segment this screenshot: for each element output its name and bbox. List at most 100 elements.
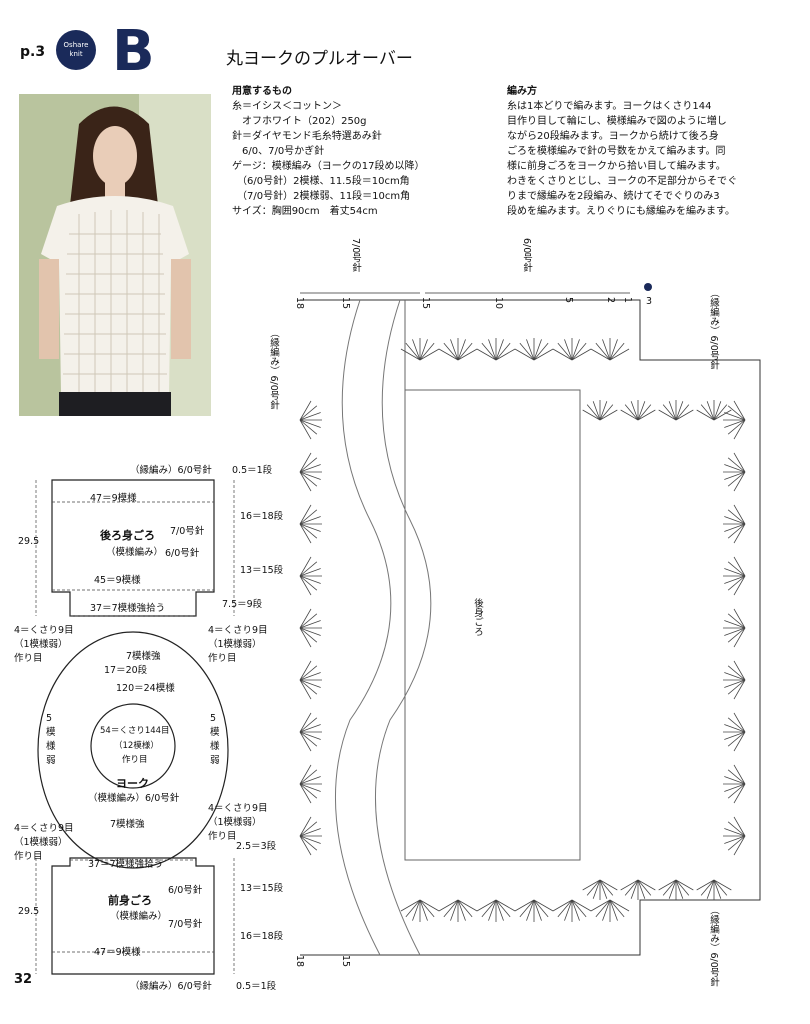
chart-row-number: 3: [646, 296, 653, 307]
materials-line: サイズ：胸囲90cm 着丈54cm: [232, 206, 378, 217]
chart-back-body-label: 後身ごろ: [472, 598, 483, 636]
model-illustration: [19, 94, 211, 416]
brand-badge-text: Oshare knit: [63, 41, 89, 58]
yoke-outline: [37, 631, 229, 869]
front-edge-label: （縁編み）6/0号針: [130, 981, 212, 992]
method-section: 編み方 糸は1本どりで編みます。ヨークはくさり144 目作り目して輪にし、模様編…: [507, 84, 757, 219]
chart-row-number: 18: [294, 955, 305, 968]
chart-row-number: 10: [493, 297, 504, 310]
back-needle-7-label: 7/0号針: [170, 526, 205, 537]
front-width-bottom-label: 47＝9模様: [94, 947, 141, 958]
yoke-rows-label: 17＝20段: [104, 665, 148, 676]
front-chain-right-label: 4＝くさり9目: [208, 803, 268, 814]
chart-edge-left-label: （縁編み）6/0号針: [268, 328, 279, 410]
chain-left-label: （1模様弱）: [14, 639, 68, 650]
chain-right-label: 作り目: [208, 653, 237, 664]
yoke-side-left-label: 5模様弱: [46, 713, 56, 766]
chain-left-label: 作り目: [14, 653, 43, 664]
front-needle-7-label: 7/0号針: [168, 919, 203, 930]
materials-line: 針＝ダイヤモンド毛糸特選あみ針: [232, 131, 382, 142]
front-rows-upper-label: 13＝15段: [240, 883, 284, 894]
materials-line: 糸＝イシス＜コットン＞: [232, 101, 342, 112]
pattern-letter: B: [112, 19, 155, 84]
back-rows-lower-label: 13＝15段: [240, 565, 284, 576]
back-width-bottom-label: 45＝9模様: [94, 575, 141, 586]
yoke-title: ヨーク: [116, 777, 149, 790]
stitch-fans: [299, 338, 746, 922]
yoke-inner-label: （12模様）: [114, 741, 159, 751]
chart-row-number: 15: [340, 955, 351, 968]
back-pickup-label: 37＝7模様強拾う: [90, 603, 166, 614]
yoke-inner-outline: [90, 703, 176, 789]
back-edge-label: （縁編み）6/0号針: [130, 465, 212, 476]
method-line: りまで縁編みを2段編み、続けてそでぐりのみ3: [507, 191, 720, 202]
back-body-subtitle: （模様編み）: [106, 547, 164, 558]
start-marker-icon: [644, 283, 652, 291]
materials-line: （7/0号針）2模様弱、11段＝10cm角: [232, 191, 411, 202]
chain-right-label: 4＝くさり9目: [208, 625, 268, 636]
back-width-top-label: 47＝9模様: [90, 493, 137, 504]
materials-heading: 用意するもの: [232, 86, 292, 97]
front-height-label: 29.5: [18, 906, 40, 917]
method-line: 様に前身ごろをヨークから拾い目して編みます。: [507, 161, 726, 172]
front-rows-lower-label: 16＝18段: [240, 931, 284, 942]
back-rows-upper-label: 16＝18段: [240, 511, 284, 522]
front-armhole-rows-label: 2.5＝3段: [236, 841, 277, 852]
materials-line: オフホワイト（202）250g: [232, 116, 367, 127]
method-line: 段めを編みます。えりぐりにも縁編みを編みます。: [507, 206, 735, 217]
chain-right-label: （1模様弱）: [208, 639, 262, 650]
materials-line: （6/0号針）2模様、11.5段＝10cm角: [232, 176, 410, 187]
front-needle-6-label: 6/0号針: [168, 885, 203, 896]
method-line: 糸は1本どりで編みます。ヨークはくさり144: [507, 101, 712, 112]
materials-section: 用意するもの 糸＝イシス＜コットン＞ オフホワイト（202）250g 針＝ダイヤ…: [232, 84, 472, 219]
chart-row-number: 2: [605, 297, 616, 304]
method-line: わきをくさりとじし、ヨークの不足部分からそでぐ: [507, 176, 738, 187]
materials-line: ゲージ：模様編み（ヨークの17段め以降）: [232, 161, 425, 172]
front-pickup-label: 37＝7模様強拾う: [88, 859, 164, 870]
back-height-label: 29.5: [18, 536, 40, 547]
yoke-top-pattern-label: 7模様強: [126, 651, 161, 662]
back-armhole-rows-label: 7.5＝9段: [222, 599, 263, 610]
method-heading: 編み方: [507, 86, 537, 97]
page-title: 丸ヨークのプルオーバー: [226, 49, 413, 69]
method-line: ごろを模様編みで針の号数をかえて編みます。同: [507, 146, 726, 157]
chart-edge-right-top-label: （縁編み）6/0号針: [708, 288, 719, 370]
yoke-inner-label: 作り目: [122, 755, 148, 765]
yoke-inner-label: 54＝くさり144目: [100, 726, 170, 736]
yoke-bottom-pattern-label: 7模様強: [110, 819, 145, 830]
schematic-diagram: [35, 479, 235, 975]
front-chain-left-label: 4＝くさり9目: [14, 823, 74, 834]
method-line: ながら20段編みます。ヨークから続けて後ろ身: [507, 131, 719, 142]
yoke-patterns-label: 120＝24模様: [116, 683, 175, 694]
front-body-outline: [51, 857, 215, 975]
page-reference: p.3: [20, 44, 46, 60]
page-number: 32: [14, 972, 33, 987]
chart-needle-6-label: 6/0号針: [521, 238, 532, 273]
chain-left-label: 4＝くさり9目: [14, 625, 74, 636]
chart-row-number: 1: [622, 297, 633, 304]
front-chain-right-label: （1模様弱）: [208, 817, 262, 828]
back-top-rows-label: 0.5＝1段: [232, 465, 273, 476]
yoke-subtitle: （模様編み）6/0号針: [88, 793, 180, 804]
back-body-title: 後ろ身ごろ: [100, 529, 155, 542]
front-chain-right-label: 作り目: [208, 831, 237, 842]
model-photo: [19, 94, 211, 416]
back-needle-6-label: 6/0号針: [165, 548, 200, 559]
front-body-title: 前身ごろ: [108, 894, 152, 907]
method-line: 目作り目して輪にし、模様編みで図のように増し: [507, 116, 727, 127]
front-body-subtitle: （模様編み）: [110, 911, 168, 922]
chart-row-number: 15: [420, 297, 431, 310]
brand-badge: Oshare knit: [56, 30, 96, 70]
chart-outline: [300, 299, 761, 956]
chart-edge-right-bottom-label: （縁編み）6/0号針: [708, 905, 719, 987]
yoke-side-right-label: 5模様弱: [210, 713, 220, 766]
chart-needle-7-label: 7/0号針: [350, 238, 361, 273]
materials-line: 6/0、7/0号かぎ針: [232, 146, 325, 157]
front-bottom-rows-label: 0.5＝1段: [236, 981, 277, 992]
chart-row-number: 18: [294, 297, 305, 310]
front-chain-left-label: （1模様弱）: [14, 837, 68, 848]
chart-row-number: 5: [563, 297, 574, 304]
front-chain-left-label: 作り目: [14, 851, 43, 862]
chart-row-number: 15: [340, 297, 351, 310]
